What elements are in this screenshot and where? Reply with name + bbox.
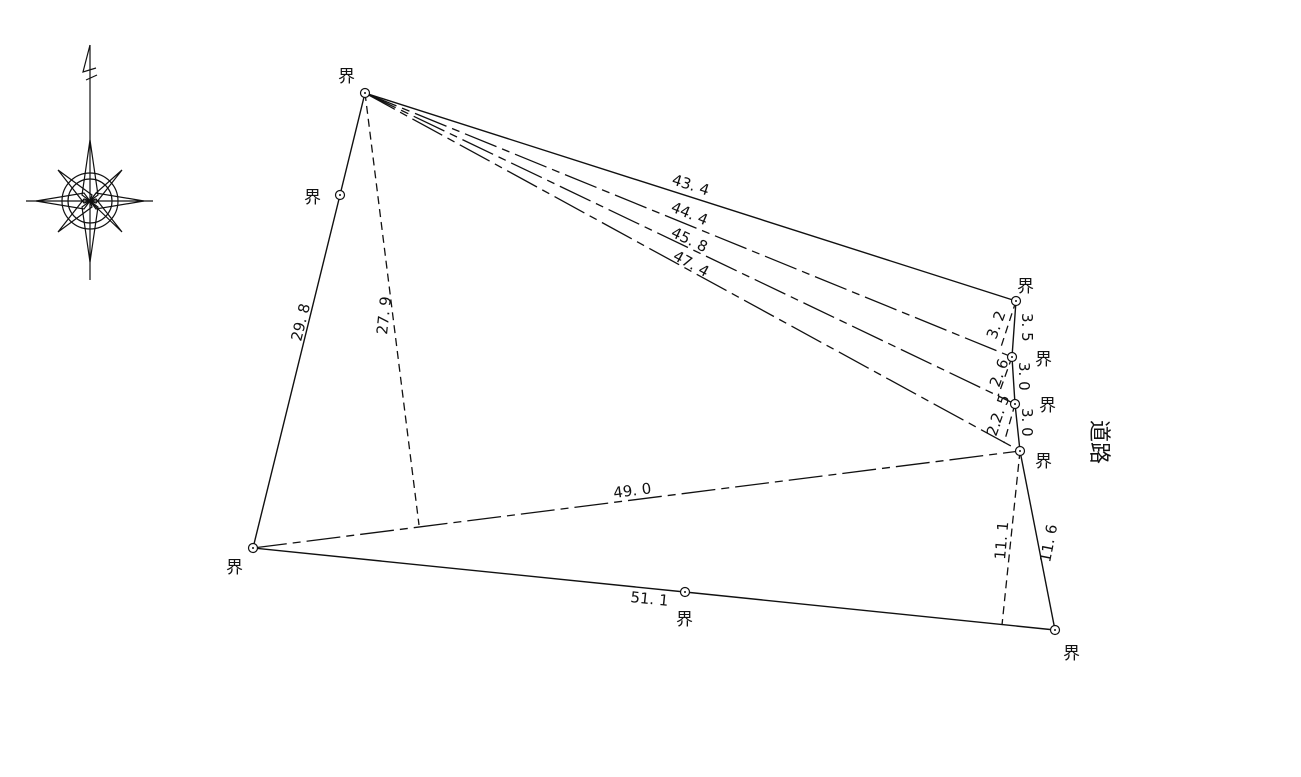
distance-label: 3. 0 [1015, 362, 1033, 391]
boundary-marker-label: 界 [1035, 350, 1052, 370]
boundary-marker-label: 界 [1017, 277, 1034, 297]
offset-label: 2. [983, 419, 1005, 439]
distance-label: 27. 9 [373, 296, 395, 336]
offset-line-3 [1003, 403, 1016, 444]
diagonal-49-0 [252, 450, 1021, 549]
boundary-marker-label: 界 [1035, 452, 1052, 472]
distance-label: 51. 1 [630, 588, 670, 610]
height-11-1 [1001, 450, 1021, 626]
distance-label: 3. 0 [1018, 408, 1036, 437]
distance-label: 29. 8 [287, 302, 314, 343]
diagonal-45-8 [364, 92, 1016, 405]
distance-label: 11. 1 [991, 521, 1012, 561]
boundary-marker-label: 界 [676, 610, 693, 630]
boundary-marker-label: 界 [226, 558, 243, 578]
distance-label: 3. 5 [1018, 313, 1036, 342]
boundary-marker-label: 界 [304, 188, 321, 208]
offset-line-1 [999, 300, 1017, 351]
distance-label: 47. 4 [670, 247, 712, 281]
boundary-points [247, 87, 1061, 636]
boundary-marker-label: 界 [338, 67, 355, 87]
boundary-marker-label: 界 [1039, 396, 1056, 416]
north-arrow-compass-icon [26, 44, 153, 280]
offset-label: 2. 6 [986, 356, 1013, 389]
height-27-9 [364, 92, 420, 526]
offset-line-2 [997, 356, 1013, 397]
distance-label: 49. 0 [612, 479, 652, 502]
distance-label: 11. 6 [1036, 523, 1061, 564]
diagonal-44-4 [364, 92, 1013, 358]
boundary-marker-label: 界 [1063, 644, 1080, 664]
boundary-top [364, 92, 1017, 302]
boundary-bottom [252, 547, 1056, 631]
diagonal-47-4 [364, 92, 1021, 452]
offset-label: 3. 2 [983, 308, 1010, 341]
road-label: 道路 [1086, 420, 1111, 464]
distance-label: 43. 4 [670, 171, 712, 200]
